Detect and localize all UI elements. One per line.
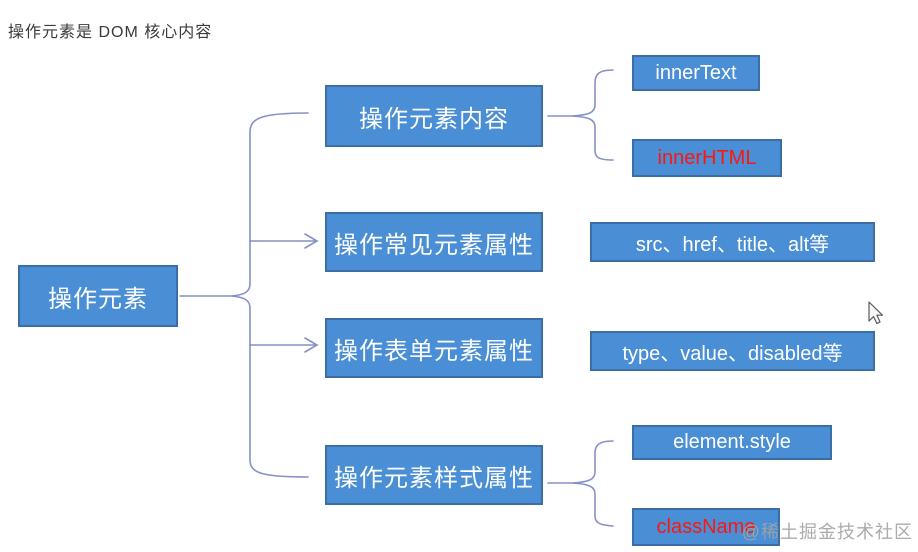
curly-brace-content: [571, 69, 614, 161]
curly-brace-style: [571, 440, 614, 527]
node-operate-style-attrs: 操作元素样式属性: [325, 445, 543, 505]
node-operate-element-content: 操作元素内容: [325, 85, 543, 147]
leaf-innerhtml: innerHTML: [632, 139, 782, 177]
leaf-element-style: element.style: [632, 425, 832, 460]
leaf-src-href-title-alt: src、href、title、alt等: [590, 222, 875, 262]
big-curly-brace: [230, 112, 309, 478]
arrow-branch-3: [249, 337, 319, 353]
node-operate-common-attrs: 操作常见元素属性: [325, 212, 543, 272]
watermark: @稀土掘金技术社区: [741, 522, 913, 542]
mouse-cursor: [868, 301, 884, 324]
arrow-branch-2: [249, 233, 319, 249]
page-title: 操作元素是 DOM 核心内容: [8, 24, 213, 41]
leaf-innertext: innerText: [632, 55, 760, 91]
node-operate-form-attrs: 操作表单元素属性: [325, 318, 543, 378]
node-operate-element: 操作元素: [18, 265, 178, 327]
leaf-classname: className: [632, 508, 780, 546]
leaf-type-value-disabled: type、value、disabled等: [590, 331, 875, 371]
